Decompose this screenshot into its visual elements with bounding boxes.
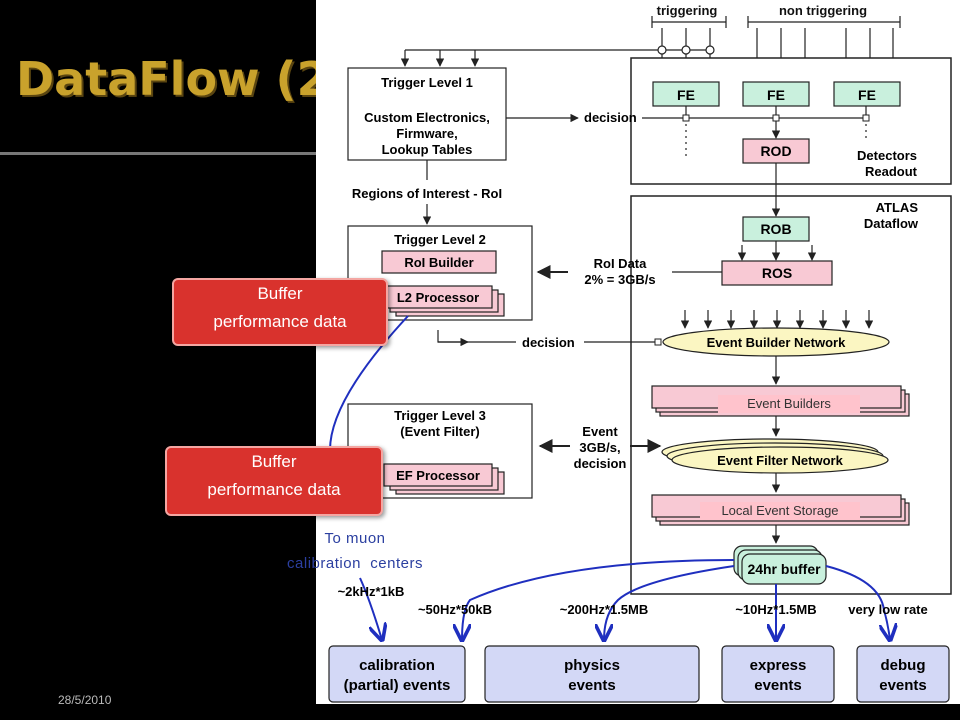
level2-title: Trigger Level 2 bbox=[394, 232, 486, 247]
calibration-events-line2: (partial) events bbox=[344, 677, 451, 694]
atlas-label: ATLAS bbox=[876, 200, 919, 215]
rob-label: ROB bbox=[760, 221, 791, 237]
ef-processor-box bbox=[383, 463, 493, 487]
callout-2-line2: performance data bbox=[207, 480, 341, 499]
rod-label: ROD bbox=[760, 143, 791, 159]
tap-circles bbox=[657, 45, 715, 55]
muon-line2: calibration centers bbox=[287, 555, 423, 572]
ebn-input-arrows bbox=[680, 310, 874, 329]
muon-line1: To muon bbox=[324, 530, 386, 547]
event-builders-label: Event Builders bbox=[718, 395, 860, 413]
rate-physics: ~200Hz*1.5MB bbox=[560, 602, 649, 617]
ebn-label: Event Builder Network bbox=[707, 335, 846, 350]
title-area: DataFlow (2) bbox=[0, 0, 350, 152]
roi-builder-box bbox=[381, 250, 497, 274]
event-rate-3: decision bbox=[574, 456, 627, 471]
muon-calibration-label: To muon calibration centers bbox=[266, 526, 444, 576]
l2-decision-label: decision bbox=[522, 335, 575, 350]
event-rate-1: Event bbox=[582, 424, 618, 439]
efn-label: Event Filter Network bbox=[717, 453, 843, 468]
physics-events-box bbox=[484, 645, 700, 703]
l2-processor-label: L2 Processor bbox=[397, 290, 479, 305]
ros-box bbox=[721, 260, 833, 286]
footer-date: 28/5/2010 bbox=[58, 693, 112, 707]
level1-line3: Lookup Tables bbox=[382, 142, 473, 157]
ef-processor-label: EF Processor bbox=[396, 468, 480, 483]
callout-2-line1: Buffer bbox=[251, 452, 297, 471]
rod-box bbox=[742, 138, 810, 164]
dataflow-diagram: triggering non triggering FE FE FE decis… bbox=[328, 3, 952, 703]
slide-title: DataFlow (2) bbox=[16, 52, 350, 106]
non-triggering-label: non triggering bbox=[779, 3, 867, 18]
dataflow-label: Dataflow bbox=[864, 216, 919, 231]
ros-label: ROS bbox=[762, 265, 792, 281]
fe-label-2: FE bbox=[767, 87, 785, 103]
calibration-events-line1: calibration bbox=[359, 657, 435, 674]
l2-decision-line bbox=[437, 330, 516, 343]
rate-debug: very low rate bbox=[848, 602, 928, 617]
event-filter-network bbox=[671, 446, 889, 474]
express-events-line1: express bbox=[750, 657, 807, 674]
ebn-junction bbox=[654, 338, 662, 346]
triggering-label: triggering bbox=[657, 3, 718, 18]
roidata-label-1: RoI Data bbox=[594, 256, 648, 271]
debug-events-line2: events bbox=[879, 677, 927, 694]
callout-1-line2: performance data bbox=[213, 312, 347, 331]
level1-line1: Custom Electronics, bbox=[364, 110, 490, 125]
fe-junctions bbox=[682, 114, 870, 122]
trigger-level1-box bbox=[347, 67, 507, 161]
level3-title-1: Trigger Level 3 bbox=[394, 408, 486, 423]
fe-box-3 bbox=[833, 81, 901, 107]
local-event-storage-label: Local Event Storage bbox=[700, 502, 860, 520]
readout-label: Readout bbox=[865, 164, 918, 179]
ros-inputs bbox=[737, 245, 817, 261]
level1-line2: Firmware, bbox=[396, 126, 457, 141]
fe-box-1 bbox=[652, 81, 720, 107]
title-divider bbox=[0, 152, 316, 155]
diagram-area: triggering non triggering FE FE FE decis… bbox=[316, 0, 960, 704]
rate-express: ~10Hz*1.5MB bbox=[735, 602, 816, 617]
calibration-events-box bbox=[328, 645, 466, 703]
roidata-label-2: 2% = 3GB/s bbox=[584, 272, 655, 287]
buffer-24hr-label: 24hr buffer bbox=[747, 561, 821, 577]
l1-decision-label: decision bbox=[584, 110, 637, 125]
callout-1-line1: Buffer bbox=[257, 284, 303, 303]
physics-events-line1: physics bbox=[564, 657, 620, 674]
buffer-performance-callout-2: Buffer performance data bbox=[165, 446, 383, 516]
buffer-24hr-stack bbox=[733, 545, 827, 585]
express-events-line2: events bbox=[754, 677, 802, 694]
rate-calibration: ~2kHz*1kB bbox=[338, 584, 405, 599]
event-rate-2: 3GB/s, bbox=[579, 440, 620, 455]
buffer-performance-callout-1: Buffer performance data bbox=[172, 278, 388, 346]
rate-partial: ~50Hz*50kB bbox=[418, 602, 492, 617]
fe-label-1: FE bbox=[677, 87, 695, 103]
level3-title-2: (Event Filter) bbox=[400, 424, 479, 439]
detectors-label: Detectors bbox=[857, 148, 917, 163]
debug-events-box bbox=[856, 645, 950, 703]
roi-label: Regions of Interest - RoI bbox=[352, 186, 502, 201]
debug-events-line1: debug bbox=[881, 657, 926, 674]
triggering-bracket bbox=[651, 16, 901, 28]
roi-builder-label: RoI Builder bbox=[404, 255, 473, 270]
fe-box-2 bbox=[742, 81, 810, 107]
express-events-box bbox=[721, 645, 835, 703]
rob-box bbox=[742, 216, 810, 242]
level1-title: Trigger Level 1 bbox=[381, 75, 473, 90]
output-flow-lines bbox=[329, 315, 890, 640]
physics-events-line2: events bbox=[568, 677, 616, 694]
fe-label-3: FE bbox=[858, 87, 876, 103]
